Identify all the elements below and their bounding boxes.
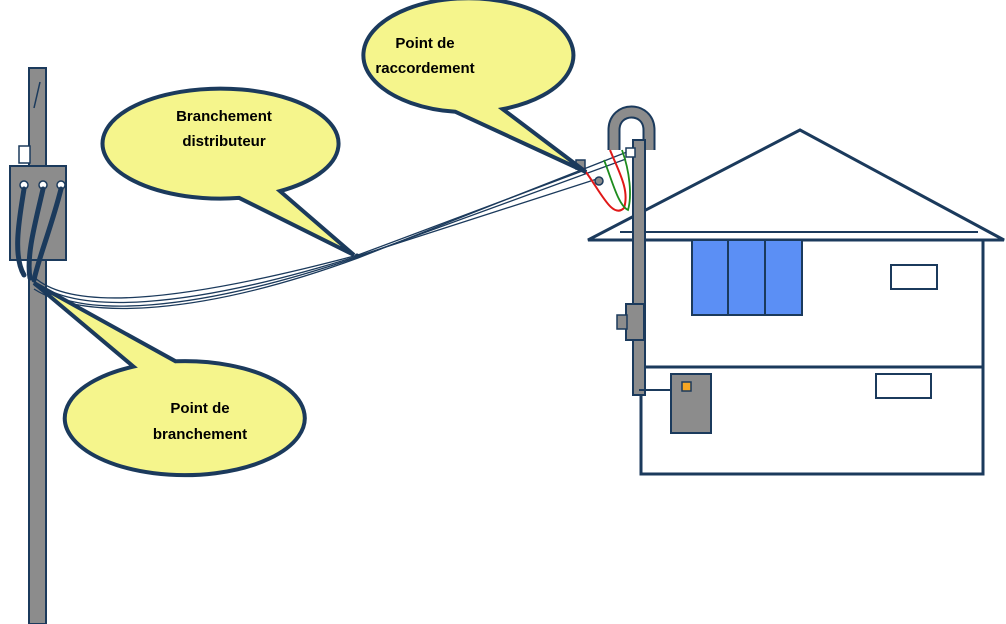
pole-top-bracket (18, 145, 31, 164)
window-pane-3 (764, 239, 803, 316)
window-pane-1 (691, 239, 729, 316)
callout-label-line1: Point de (170, 400, 229, 417)
callout-label-line1: Point de (395, 35, 454, 52)
lower-small-window (875, 373, 932, 399)
window-pane-2 (727, 239, 766, 316)
pole-cable-2 (26, 186, 46, 281)
upper-small-window (890, 264, 938, 290)
upper-large-window (691, 239, 803, 316)
callout-bubble (361, 0, 588, 174)
callout-branchement-distributeur: Branchement distributeur (100, 86, 356, 257)
green-service-wire (603, 149, 631, 212)
house (575, 105, 1005, 476)
red-service-wire (582, 149, 627, 212)
utility-pole (9, 67, 67, 624)
drop-junction (354, 253, 360, 259)
callout-label-line2: distributeur (182, 133, 265, 150)
meter-indicator (681, 381, 692, 392)
callout-bubble (32, 281, 307, 478)
connection-point (575, 147, 636, 212)
service-mast-pipe (632, 139, 646, 396)
mast-clamp (625, 303, 645, 341)
callout-point-de-raccordement: Point de raccordement (361, 0, 588, 174)
connector-insulator (594, 176, 604, 186)
callout-bubble (100, 86, 356, 257)
pole-shaft (28, 67, 47, 624)
callout-label-line2: raccordement (375, 60, 474, 77)
service-mast-hook-inner (609, 107, 654, 150)
callout-label-line2: branchement (153, 426, 247, 443)
pole-cable-1 (15, 186, 27, 278)
drop-wire-1 (33, 169, 586, 299)
mast-clamp-tab (616, 314, 628, 330)
mast-top-insulator (625, 147, 636, 158)
callout-label-line1: Branchement (176, 108, 272, 125)
pole-top-wire (33, 81, 41, 109)
pole-cable-3 (31, 186, 64, 283)
callout-point-de-branchement: Point de branchement (32, 281, 307, 478)
